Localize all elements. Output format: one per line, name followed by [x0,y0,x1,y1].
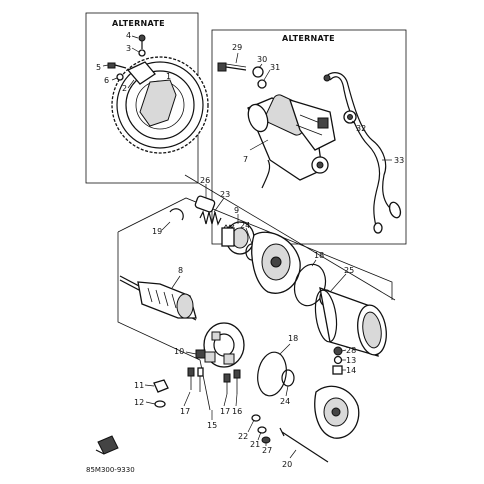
guide-frame-top [117,197,393,300]
part-label-5: 5 [96,63,101,72]
part-label-21: 21 [250,440,260,449]
brush-10-icon [195,349,206,359]
ring-gear-icon [111,56,209,154]
bolt-5-icon [107,62,127,69]
washer-6-icon [116,73,124,81]
oring-18-upper-icon [293,263,327,307]
alternate-panel-left-header: ALTERNATE [112,19,165,28]
brush-plate-icon [203,322,245,368]
part-label-14: 14 [346,366,356,375]
nut-30-icon [252,66,264,78]
brush-16-icon [233,369,241,394]
part-labels: 4 3 5 6 2 1 29 30 31 32 33 7 26 23 9 19 … [96,31,404,469]
part-label-20: 20 [282,460,292,469]
starter-motor-assembly-icon [247,94,336,181]
part-label-24-upper: 24 [240,221,250,230]
part-label-13: 13 [346,356,356,365]
lead-wire-33-icon [323,72,402,234]
bracket-icon [126,61,156,85]
part-label-16: 16 [232,407,242,416]
alternate-panel-right-frame [211,29,407,245]
part-label-4: 4 [126,31,131,40]
part-label-12: 12 [134,398,144,407]
part-label-11: 11 [134,381,144,390]
part-label-17-left: 17 [180,407,190,416]
part-label-6: 6 [104,76,109,85]
washer-3-icon [138,49,146,57]
bolt-4-icon [138,34,146,49]
bolt-28-icon [333,346,343,356]
washer-13-icon [333,355,343,365]
part-label-8: 8 [178,266,183,275]
yoke-housing-icon [314,287,387,357]
part-label-18-lower: 18 [288,334,298,343]
exploded-view [117,184,393,463]
terminal-32-icon [343,110,357,124]
rear-cover-icon [314,385,360,439]
assembly-pointer-line [261,159,271,189]
figure-code: 85M300-9330 [86,466,135,474]
washer-12-icon [154,400,166,408]
part-label-33: 33 [394,156,404,165]
part-label-32: 32 [356,124,366,133]
alternate-panel-right-header: ALTERNATE [282,34,335,43]
part-label-24-lower: 24 [280,397,290,406]
part-label-2: 2 [122,84,127,93]
part-label-23: 23 [220,190,230,199]
front-housing-icon [251,231,301,294]
collar-26-icon [194,195,216,213]
brush-17-right-icon [223,373,231,394]
part-label-18-upper: 18 [314,251,324,260]
exploded-guide-upper [184,174,396,301]
part-label-10: 10 [174,347,184,356]
part-label-1: 1 [166,72,171,81]
alternate-panel-left: ALTERNATE [85,12,209,184]
part-label-29: 29 [232,43,242,52]
part-label-31: 31 [270,63,280,72]
nut-14-icon [332,365,343,375]
guide-frame-left [117,232,201,361]
part-label-25: 25 [344,266,354,275]
part-label-26: 26 [200,176,210,185]
oring-18-lower-icon [257,351,287,397]
part-label-19: 19 [152,227,162,236]
oring-24-lower-icon [281,369,295,387]
part-label-30: 30 [257,55,267,64]
long-bolt-20-icon [281,431,329,463]
part-label-15: 15 [207,421,217,430]
armature-8-icon [119,275,197,321]
washer-21-icon [257,426,267,434]
washer-31-icon [257,79,267,89]
nut-11-icon [153,379,169,393]
alternate-panel-right: ALTERNATE [211,29,407,245]
pinion-clutch-9-icon [221,221,255,255]
washer-22-icon [251,414,261,422]
screw-17-icon [197,367,204,392]
part-label-22: 22 [238,432,248,441]
part-label-27: 27 [262,446,272,455]
circlip-19-icon [169,208,184,221]
part-label-9: 9 [234,206,239,215]
spring-23-icon [199,210,222,226]
part-label-7: 7 [243,155,248,164]
part-label-17-right: 17 [220,407,230,416]
part-label-28: 28 [346,346,356,355]
part-label-3: 3 [126,44,131,53]
bolt-29-icon [217,62,247,72]
brush-17-left-icon [187,367,195,390]
front-arrow-icon [95,435,119,455]
